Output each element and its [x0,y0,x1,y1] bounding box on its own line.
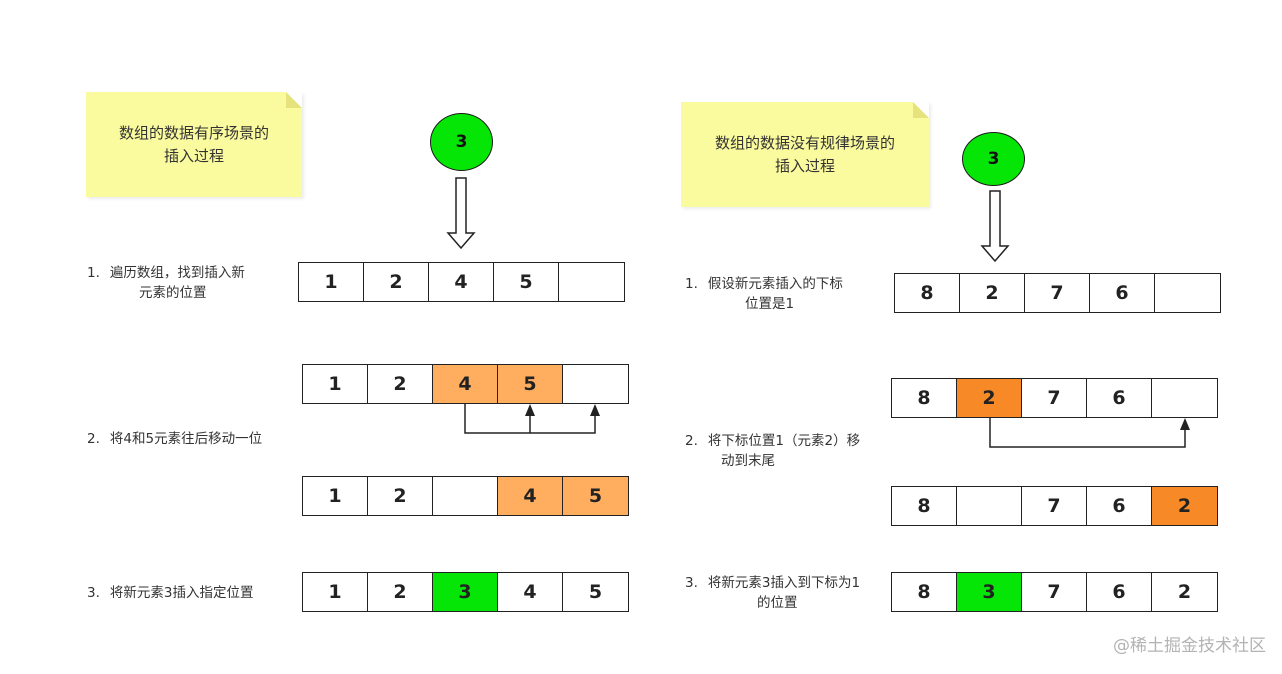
array-cell: 2 [960,274,1025,312]
right-step-1: 1. 假设新元素插入的下标 位置是1 [685,274,843,314]
left-row-4: 1 2 3 4 5 [302,572,629,612]
array-cell: 6 [1087,487,1152,525]
array-cell: 4 [429,263,494,301]
left-step-2: 2. 将4和5元素往后移动一位 [87,429,262,449]
left-step-3: 3. 将新元素3插入指定位置 [87,583,253,603]
array-cell: 8 [892,379,957,417]
array-cell: 1 [299,263,364,301]
step-text: 的位置 [757,595,798,611]
left-title-line1: 数组的数据有序场景的 [118,123,269,142]
step-text: 遍历数组，找到插入新 [109,265,245,281]
array-cell-highlighted: 4 [498,477,563,515]
array-cell: 4 [498,573,563,611]
left-title-note: 数组的数据有序场景的 插入过程 [86,92,302,197]
array-cell [433,477,498,515]
step-text: 将4和5元素往后移动一位 [109,431,263,447]
array-cell: 8 [892,487,957,525]
right-new-element-value: 3 [987,149,1000,169]
step-number: 3. [87,585,100,601]
left-row-2: 1 2 4 5 [302,364,629,404]
left-down-arrow-icon [446,177,476,250]
step-text: 位置是1 [745,296,795,312]
array-cell-highlighted: 5 [563,477,628,515]
right-down-arrow-icon [980,190,1010,263]
left-shift-connector-icon [464,404,600,434]
right-title-line2: 插入过程 [774,156,835,175]
array-cell: 7 [1022,487,1087,525]
array-cell [559,263,624,301]
array-cell [1155,274,1220,312]
right-row-3: 8 7 6 2 [891,486,1218,526]
array-cell: 1 [303,573,368,611]
array-cell: 7 [1022,573,1087,611]
left-new-element-value: 3 [455,132,468,152]
array-cell: 8 [895,274,960,312]
array-cell-highlighted: 4 [433,365,498,403]
step-text: 将新元素3插入指定位置 [109,585,254,601]
array-cell: 7 [1025,274,1090,312]
array-cell: 2 [368,365,433,403]
right-step-2: 2. 将下标位置1（元素2）移 动到末尾 [685,431,860,471]
left-title-line2: 插入过程 [163,146,224,165]
step-number: 2. [87,431,100,447]
array-cell: 5 [563,573,628,611]
array-cell [1152,379,1217,417]
right-new-element-circle: 3 [962,132,1025,186]
array-cell: 5 [494,263,559,301]
right-title-note: 数组的数据没有规律场景的 插入过程 [681,102,929,207]
array-cell-highlighted: 2 [1152,487,1217,525]
array-cell [957,487,1022,525]
array-cell: 6 [1087,379,1152,417]
left-new-element-circle: 3 [430,113,493,171]
array-cell-inserted: 3 [433,573,498,611]
step-text: 动到末尾 [721,453,775,469]
right-title-text: 数组的数据没有规律场景的 插入过程 [681,132,929,178]
left-title-text: 数组的数据有序场景的 插入过程 [86,122,302,168]
right-row-4: 8 3 7 6 2 [891,572,1218,612]
left-step-1: 1. 遍历数组，找到插入新 元素的位置 [87,263,245,303]
right-title-line1: 数组的数据没有规律场景的 [714,133,895,152]
array-cell: 2 [364,263,429,301]
right-row-1: 8 2 7 6 [894,273,1221,313]
step-number: 3. [685,575,698,591]
array-cell: 8 [892,573,957,611]
step-number: 1. [685,276,698,292]
right-row-2: 8 2 7 6 [891,378,1218,418]
step-number: 2. [685,433,698,449]
array-cell: 1 [303,477,368,515]
array-cell-highlighted: 2 [957,379,1022,417]
array-cell-highlighted: 5 [498,365,563,403]
step-text: 将新元素3插入到下标为1 [707,575,861,591]
array-cell: 7 [1022,379,1087,417]
array-cell: 2 [368,573,433,611]
right-step-3: 3. 将新元素3插入到下标为1 的位置 [685,573,860,613]
left-row-3: 1 2 4 5 [302,476,629,516]
step-text: 假设新元素插入的下标 [707,276,843,292]
array-cell: 2 [1152,573,1217,611]
array-cell: 2 [368,477,433,515]
step-text: 元素的位置 [139,285,207,301]
watermark: @稀土掘金技术社区 [1113,636,1266,656]
array-cell: 1 [303,365,368,403]
left-row-1: 1 2 4 5 [298,262,625,302]
array-cell: 6 [1087,573,1152,611]
array-cell-inserted: 3 [957,573,1022,611]
array-cell [563,365,628,403]
step-text: 将下标位置1（元素2）移 [707,433,861,449]
array-cell: 6 [1090,274,1155,312]
step-number: 1. [87,265,100,281]
right-move-connector-icon [989,418,1190,448]
